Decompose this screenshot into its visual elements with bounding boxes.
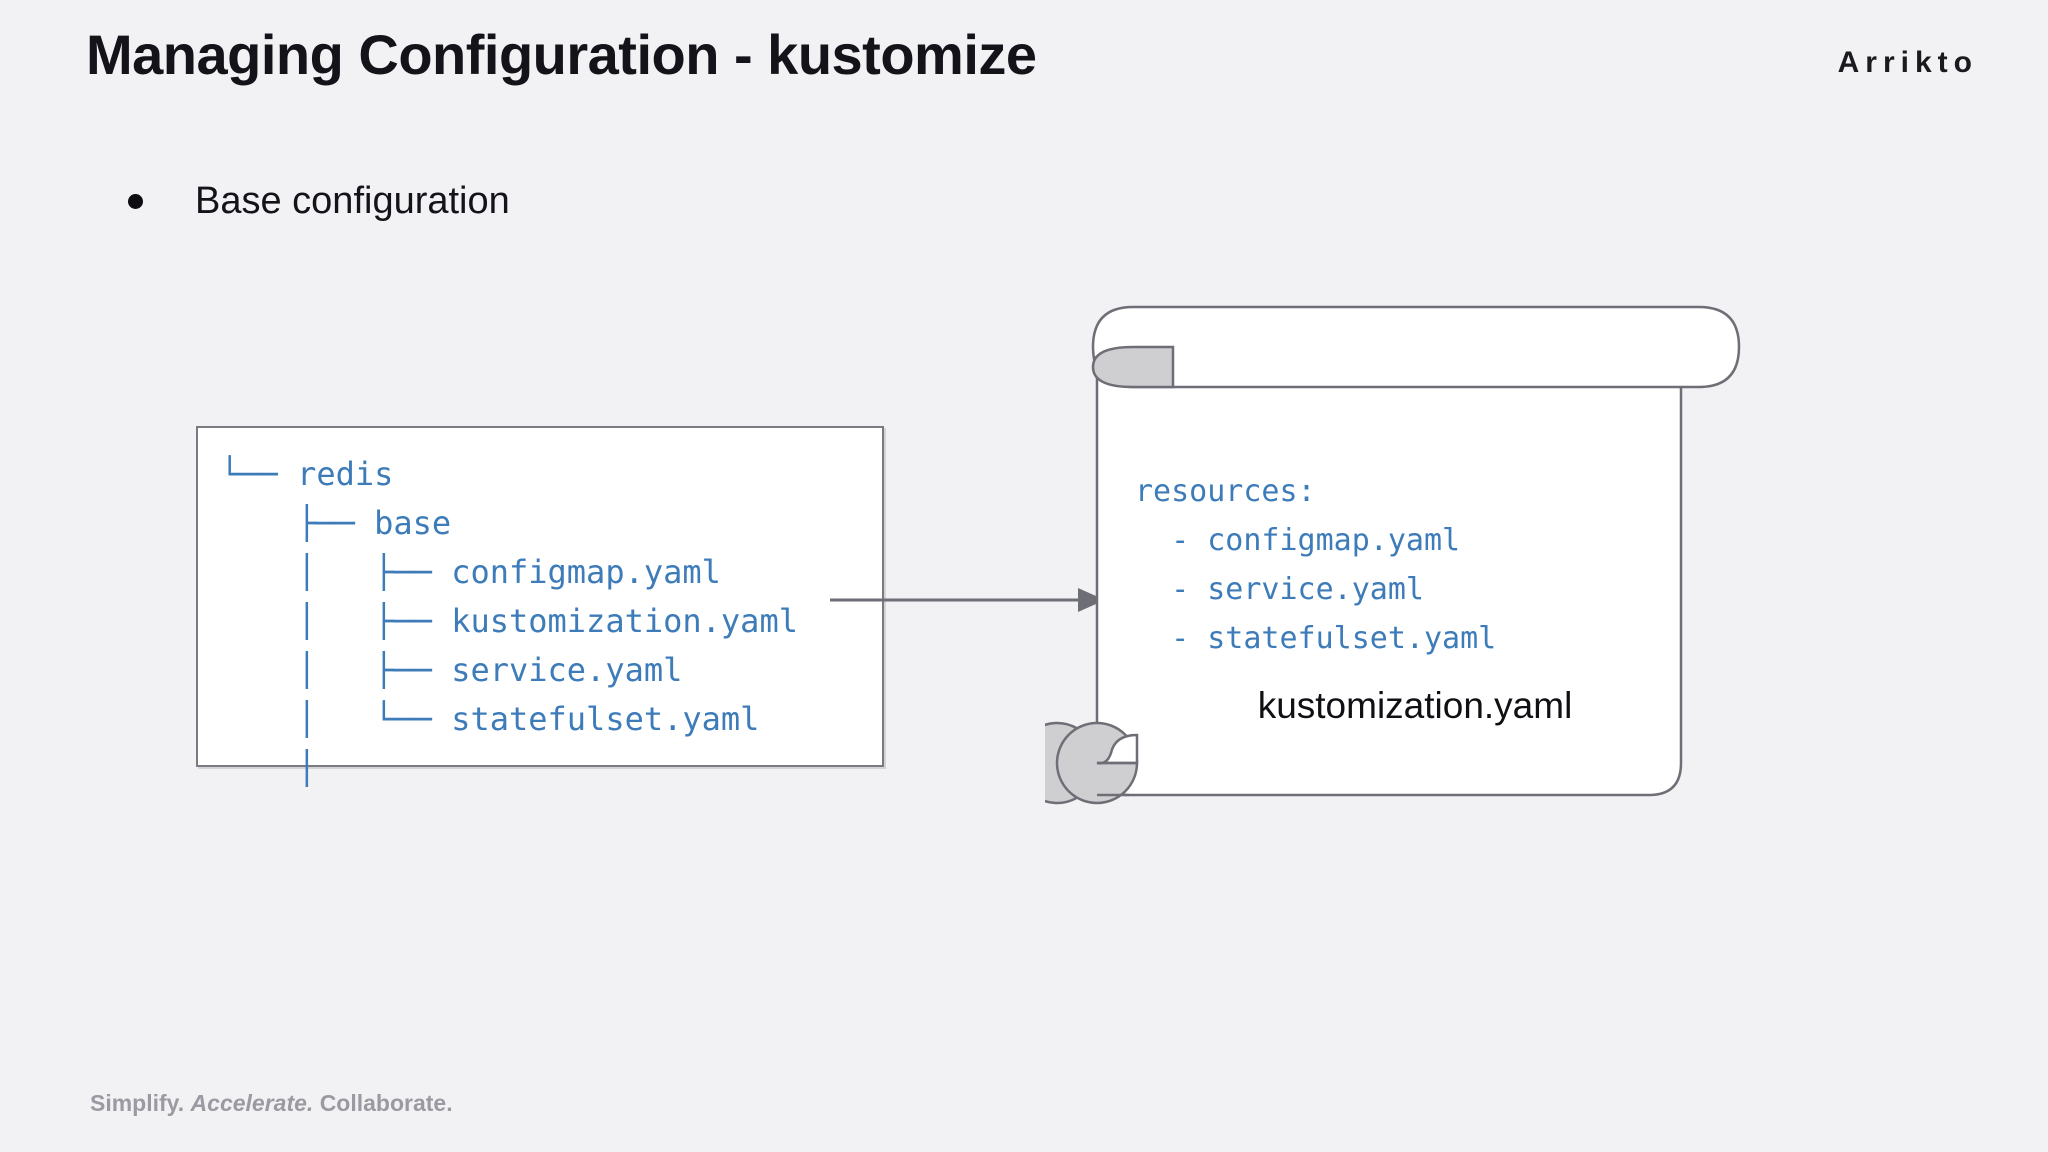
arrikto-logo: Arrikto xyxy=(1837,46,1978,79)
kustomization-yaml-code: resources: - configmap.yaml - service.ya… xyxy=(1135,474,1497,656)
connector-arrow-icon xyxy=(830,588,1105,612)
bullet-dot-icon xyxy=(128,194,143,209)
footer-word-accelerate: Accelerate. xyxy=(190,1090,314,1116)
footer-word-collaborate: Collaborate. xyxy=(319,1090,453,1116)
footer-tagline: Simplify. Accelerate. Collaborate. xyxy=(90,1090,453,1117)
file-tree-listing: └── redis ├── base │ ├── configmap.yaml … xyxy=(220,455,798,787)
bullet-item-label: Base configuration xyxy=(195,180,510,222)
scroll-shape-icon xyxy=(1045,305,1741,805)
kustomization-file-caption: kustomization.yaml xyxy=(1257,685,1573,726)
page-title: Managing Configuration - kustomize xyxy=(86,23,1037,86)
bullet-item-base-configuration: Base configuration xyxy=(128,180,510,223)
file-tree-panel: └── redis ├── base │ ├── configmap.yaml … xyxy=(196,426,884,787)
kustomization-scroll-document: resources: - configmap.yaml - service.ya… xyxy=(1045,295,1785,815)
footer-word-simplify: Simplify. xyxy=(90,1090,185,1116)
